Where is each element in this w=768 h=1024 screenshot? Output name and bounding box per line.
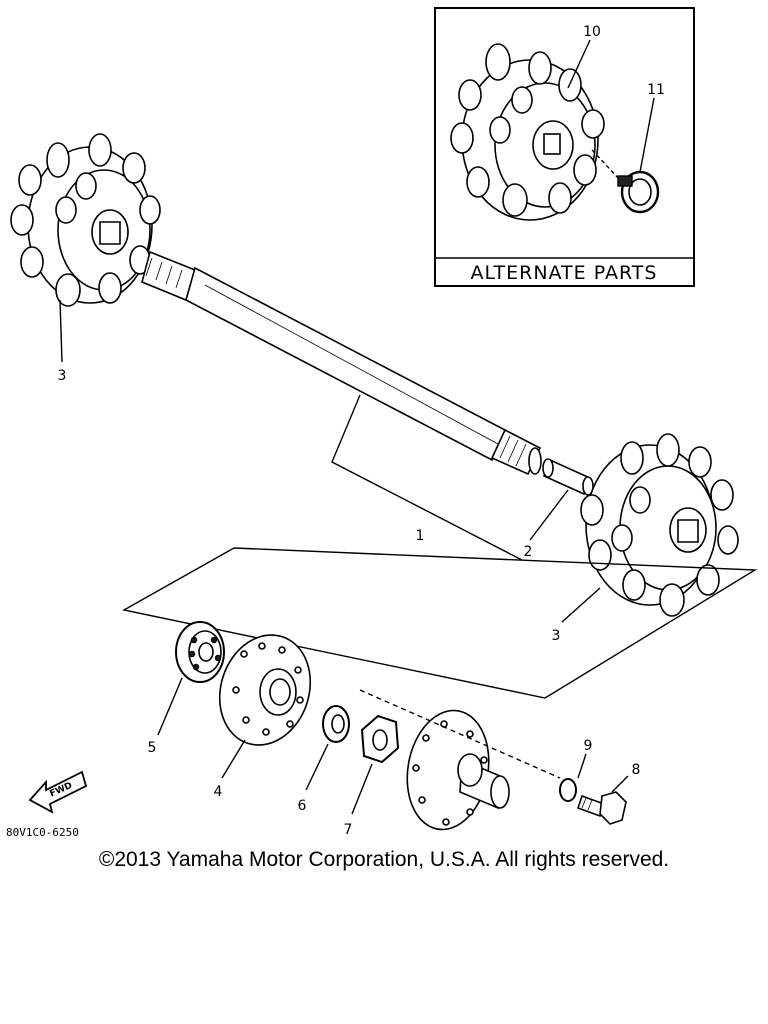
alternate-parts-inset: ALTERNATE PARTS bbox=[434, 7, 695, 287]
sprocket-left bbox=[10, 133, 161, 307]
hub-flange bbox=[406, 709, 510, 831]
forward-arrow-icon: FWD bbox=[28, 770, 88, 814]
drawing-code: 80V1C0-6250 bbox=[6, 826, 79, 839]
exploded-parts-diagram: ALTERNATE PARTS bbox=[6, 7, 758, 839]
nut-part bbox=[360, 714, 400, 764]
bolt-part bbox=[576, 791, 627, 825]
hose-clamp-part bbox=[617, 170, 660, 214]
washer-part bbox=[322, 705, 350, 743]
callout-3-left: 3 bbox=[58, 368, 67, 384]
callout-3-right: 3 bbox=[552, 628, 561, 644]
shaft-pin bbox=[542, 458, 594, 496]
copyright-notice: ©2013 Yamaha Motor Corporation, U.S.A. A… bbox=[98, 848, 670, 871]
callout-10: 10 bbox=[583, 24, 601, 40]
callout-1: 1 bbox=[416, 528, 425, 544]
sprocket-right bbox=[580, 433, 739, 617]
drive-shaft bbox=[141, 250, 542, 476]
sprocket-alternate bbox=[450, 43, 605, 221]
callout-4: 4 bbox=[214, 784, 223, 800]
callout-9: 9 bbox=[584, 738, 593, 754]
callout-6: 6 bbox=[298, 798, 307, 814]
callout-5: 5 bbox=[148, 740, 157, 756]
callout-11: 11 bbox=[647, 82, 665, 98]
alternate-parts-title: ALTERNATE PARTS bbox=[471, 262, 658, 284]
bearing-plate bbox=[218, 634, 312, 746]
callout-8: 8 bbox=[632, 762, 641, 778]
bearing-part bbox=[175, 621, 225, 683]
callout-2: 2 bbox=[524, 544, 533, 560]
callout-7: 7 bbox=[344, 822, 353, 838]
lock-washer-part bbox=[559, 778, 577, 802]
